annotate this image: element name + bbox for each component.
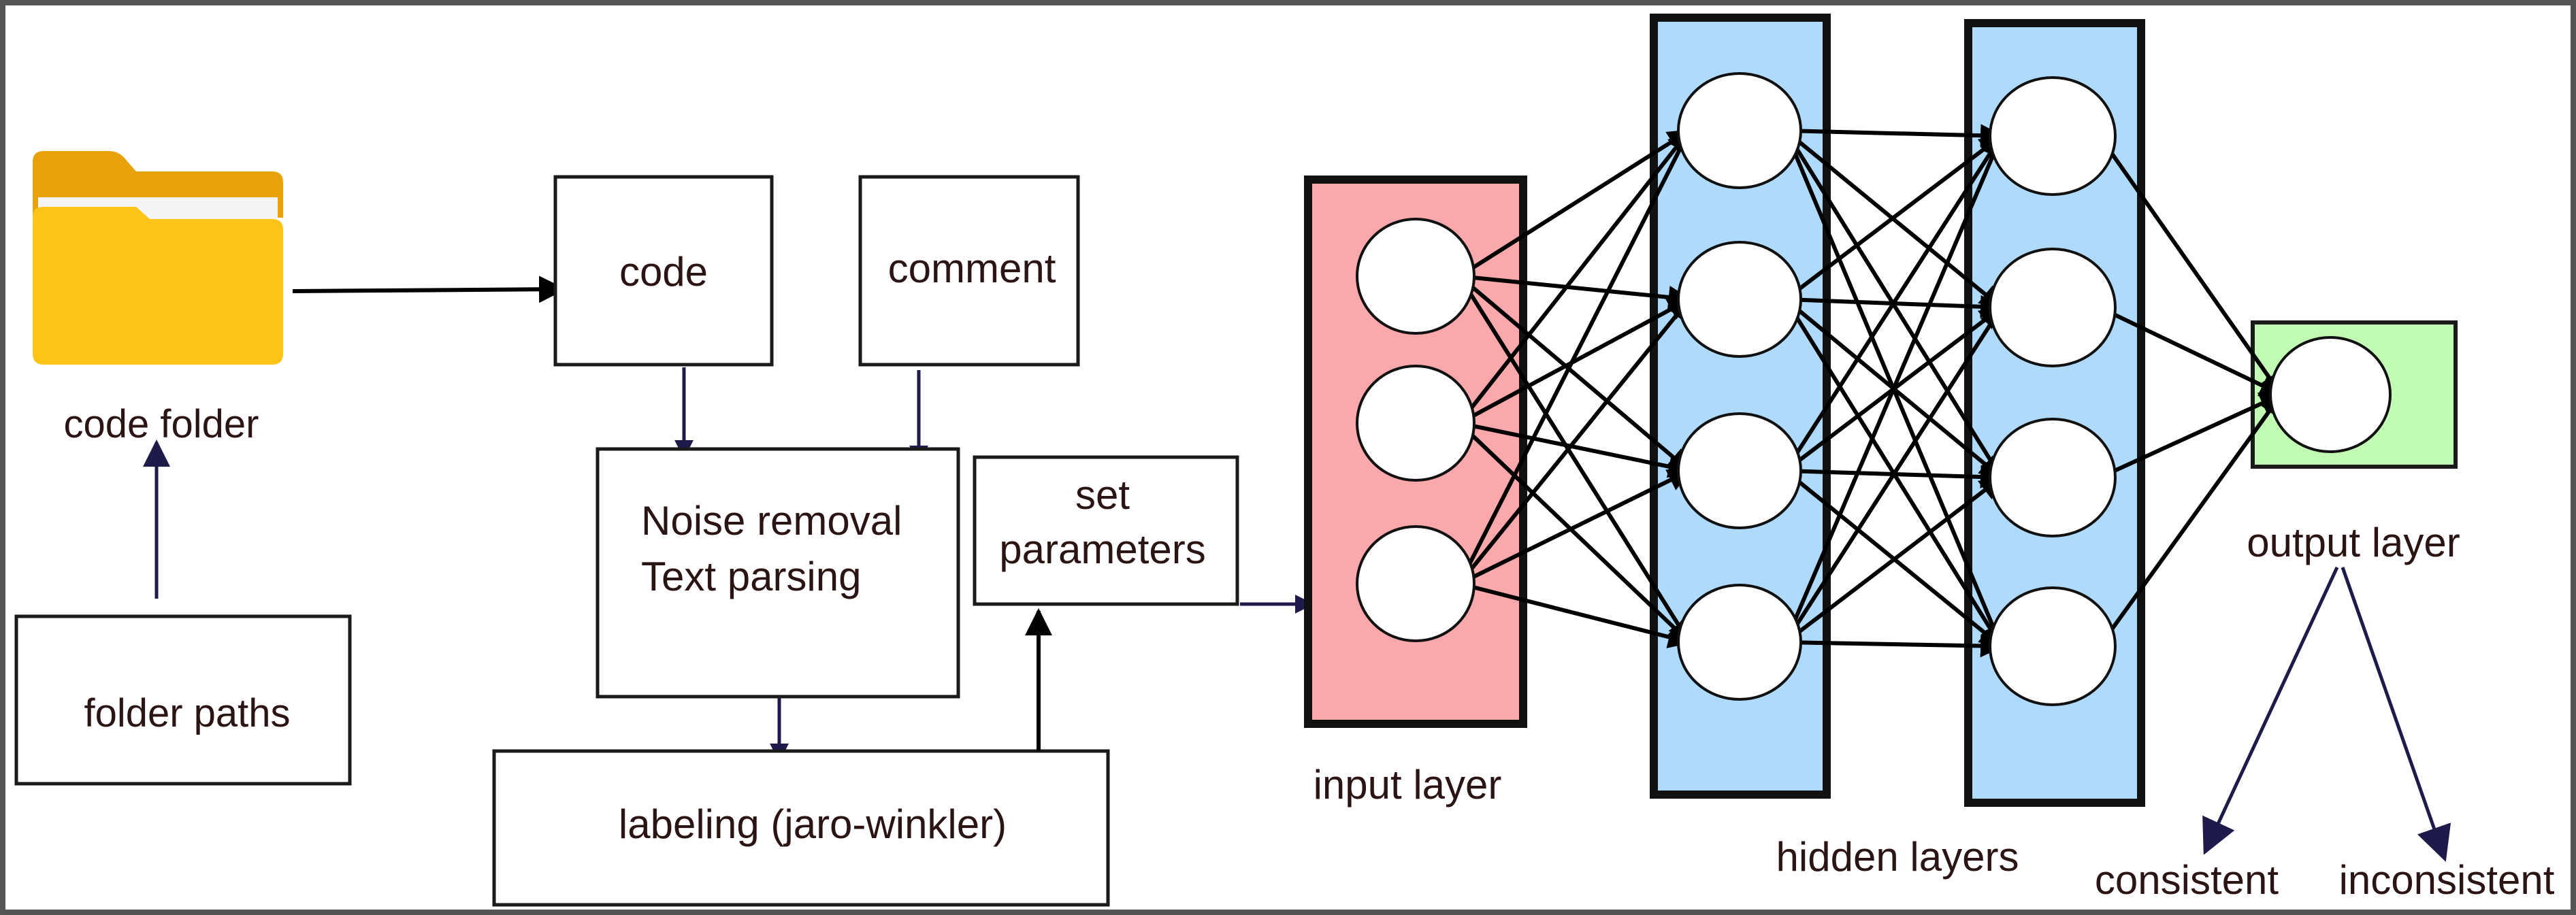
hidden-2-node-3 (1989, 418, 2117, 537)
hidden-1-node-4 (1677, 584, 1802, 701)
comment-box (858, 175, 1080, 367)
connection-input-1-to-hidden-1-3 (1458, 274, 1691, 473)
inconsistent-label: inconsistent (2339, 857, 2555, 903)
connection-input-3-to-hidden-1-1 (1457, 128, 1691, 585)
connection-input-2-to-hidden-1-4 (1458, 421, 1691, 644)
connection-hidden-1-3-to-hidden-2-1 (1783, 134, 2004, 472)
output-layer-label: output layer (2247, 520, 2460, 565)
hidden-2-node-1 (1989, 76, 2117, 196)
folder-to-code-arrow (292, 276, 566, 303)
connection-input-1-to-hidden-1-2 (1459, 274, 1692, 309)
connection-hidden-1-4-to-hidden-2-1 (1783, 133, 2004, 644)
labeling-box (492, 749, 1110, 907)
connection-hidden-1-2-to-hidden-2-1 (1784, 134, 2004, 301)
connection-hidden-1-4-to-hidden-2-4 (1785, 634, 2004, 658)
input-node-3 (1356, 525, 1476, 642)
input-node-2 (1356, 365, 1476, 482)
input-layer-label: input layer (1314, 762, 1502, 808)
consistent-label: consistent (2095, 857, 2279, 903)
connection-input-3-to-hidden-1-3 (1458, 469, 1692, 586)
connection-hidden-2-4-to-output-1 (2098, 393, 2283, 648)
comment-label: comment (888, 246, 1056, 291)
connection-hidden-2-3-to-output-1 (2098, 393, 2283, 480)
connection-input-2-to-hidden-1-1 (1458, 129, 1691, 425)
connection-input-1-to-hidden-1-4 (1457, 275, 1691, 644)
connection-input-3-to-hidden-1-2 (1458, 297, 1691, 585)
connection-hidden-2-1-to-output-1 (2098, 135, 2283, 397)
labeling-label: labeling (jaro-winkler) (619, 801, 1007, 847)
connection-input-3-to-hidden-1-4 (1458, 582, 1692, 648)
parameters-label: parameters (999, 527, 1205, 572)
network-connections (1457, 124, 2283, 658)
code-label: code (619, 249, 708, 295)
connection-hidden-1-4-to-hidden-2-3 (1784, 476, 2004, 644)
output-node-1 (2269, 336, 2392, 453)
set-parameters-box (973, 455, 1239, 606)
hidden-1-node-3 (1677, 412, 1802, 529)
hidden-1-node-2 (1677, 241, 1802, 358)
connection-hidden-1-4-to-hidden-2-2 (1783, 305, 2004, 644)
network-nodes (1356, 72, 2392, 706)
folder-paths-box (14, 614, 352, 786)
hidden-1-node-1 (1677, 72, 1802, 189)
output-to-consistent-arrow (2202, 566, 2339, 855)
hidden-2-node-4 (1989, 586, 2117, 706)
noise-removal-label: Noise removal (641, 498, 902, 544)
text-parsing-label: Text parsing (641, 554, 862, 599)
code-folder-label: code folder (64, 402, 259, 446)
hidden-layers-label: hidden layers (1776, 834, 2019, 880)
output-to-inconsistent-arrow (2341, 567, 2451, 862)
folder-paths-label: folder paths (84, 691, 290, 735)
preprocessing-box (596, 447, 960, 699)
folder-icon (33, 151, 283, 365)
set-label: set (1075, 472, 1130, 518)
input-node-1 (1356, 218, 1476, 335)
connection-input-1-to-hidden-1-1 (1458, 129, 1692, 278)
connection-input-2-to-hidden-1-3 (1458, 421, 1692, 478)
connection-hidden-1-1-to-hidden-2-1 (1785, 124, 2004, 148)
code-box (553, 175, 774, 367)
connection-hidden-2-2-to-output-1 (2098, 305, 2283, 397)
hidden-2-node-2 (1989, 248, 2117, 367)
